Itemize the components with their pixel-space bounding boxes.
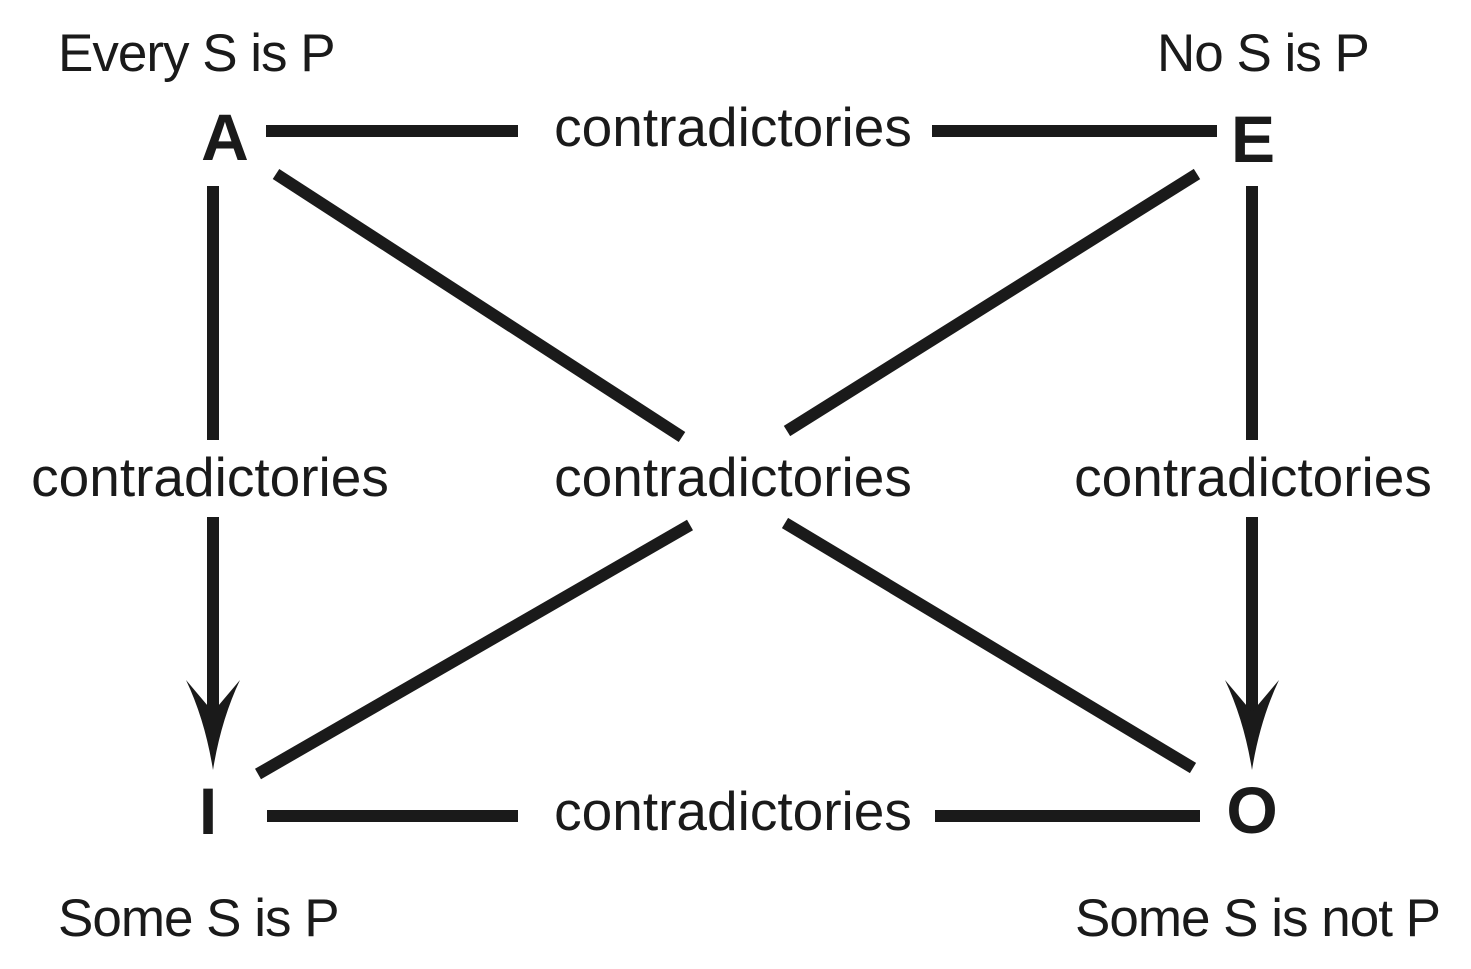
label-contradictories-center: contradictories <box>554 446 912 508</box>
label-contradictories-top: contradictories <box>554 96 912 158</box>
diagonal-a-to-center <box>272 168 686 443</box>
arrowhead-a-i-icon <box>186 680 240 770</box>
label-contradictories-left: contradictories <box>31 446 389 508</box>
letter-a: A <box>201 100 249 174</box>
letter-o: O <box>1226 773 1278 847</box>
label-contradictories-right: contradictories <box>1074 446 1432 508</box>
statement-a: Every S is P <box>58 24 336 83</box>
label-contradictories-bottom: contradictories <box>554 780 912 842</box>
statement-e: No S is P <box>1157 24 1370 83</box>
letter-e: E <box>1230 102 1276 176</box>
diagonal-e-to-center <box>783 168 1201 437</box>
diagonal-center-to-i <box>255 519 693 780</box>
statement-o: Some S is not P <box>1075 889 1441 948</box>
diagonal-center-to-o <box>781 517 1197 774</box>
letter-i: I <box>198 774 218 848</box>
statement-i: Some S is P <box>58 889 340 948</box>
arrowhead-e-o-icon <box>1225 680 1279 770</box>
